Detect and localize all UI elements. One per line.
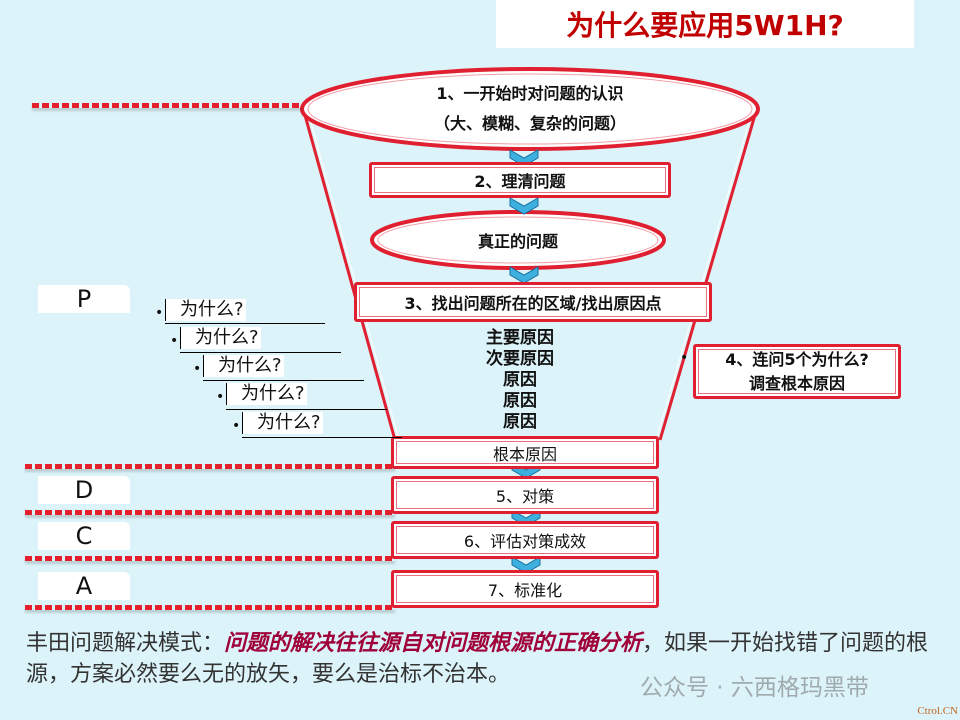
title-banner: 为什么要应用5W1H? — [496, 0, 914, 48]
dotted-separator — [25, 556, 395, 561]
why-underline — [203, 380, 364, 381]
root-cause-box: 根本原因 — [391, 436, 659, 469]
why-underline — [180, 352, 341, 353]
why-item: • 为什么? — [193, 355, 284, 377]
step3-label: 3、找出问题所在的区域/找出原因点 — [404, 294, 662, 313]
step1-ellipse — [300, 67, 760, 151]
step1-line1: 1、一开始时对问题的认识 — [436, 84, 624, 103]
cause-item: 次要原因 — [486, 349, 554, 369]
step1-line2: （大、模糊、复杂的问题） — [433, 114, 626, 133]
why-item: • 为什么? — [170, 327, 261, 349]
root-cause-label: 根本原因 — [492, 444, 557, 464]
watermark: 公众号 · 六西格玛黑带 — [640, 675, 869, 701]
step5-label: 5、对策 — [495, 487, 555, 506]
real-problem-ellipse — [370, 210, 666, 270]
step4-box: 4、连问5个为什么? 调查根本原因 — [693, 344, 901, 399]
step3-box: 3、找出问题所在的区域/找出原因点 — [354, 282, 712, 322]
chevron-down-icon — [509, 197, 539, 215]
step2-box: 2、理清问题 — [369, 162, 671, 198]
why-underline — [226, 409, 387, 410]
pdca-plan-label: P — [38, 285, 130, 313]
cause-item: 原因 — [503, 412, 537, 432]
why-underline — [165, 323, 325, 324]
why-item: • 为什么? — [155, 299, 246, 321]
step4-line1: 4、连问5个为什么? — [725, 349, 869, 369]
pdca-do-label: D — [38, 476, 130, 504]
cause-item: 主要原因 — [486, 328, 554, 348]
side-note-bullet: • — [680, 350, 689, 366]
footer-emphasis: 问题的解决往往源自对问题根源的正确分析 — [224, 631, 643, 656]
credit-label: Ctrol.CN — [917, 705, 958, 717]
footer-prefix: 丰田问题解决模式： — [26, 631, 225, 656]
why-item: • 为什么? — [216, 383, 307, 405]
dotted-separator — [25, 464, 395, 469]
step5-box: 5、对策 — [391, 476, 659, 514]
pdca-check-label: C — [38, 522, 130, 550]
cause-item: 原因 — [503, 370, 537, 390]
step4-line2: 调查根本原因 — [748, 373, 845, 393]
dotted-separator — [25, 605, 395, 610]
step6-label: 6、评估对策成效 — [463, 532, 587, 551]
why-item: • 为什么? — [232, 412, 323, 434]
step7-label: 7、标准化 — [487, 581, 563, 600]
step2-label: 2、理清问题 — [474, 172, 566, 191]
pdca-act-label: A — [38, 572, 130, 600]
chevron-down-icon — [509, 266, 539, 284]
step6-box: 6、评估对策成效 — [391, 521, 659, 559]
chevron-down-icon — [511, 556, 541, 574]
why-underline — [242, 437, 402, 438]
step7-box: 7、标准化 — [391, 570, 659, 608]
footer-suffix: ，如果一开始找错了问题的根源，方案必然要么无的放矢，要么是治标不治本。 — [26, 631, 929, 687]
cause-item: 原因 — [503, 391, 537, 411]
causes-list: 主要原因 次要原因 原因 原因 原因 — [470, 328, 570, 433]
dotted-separator — [32, 103, 302, 108]
real-problem-text: 真正的问题 — [477, 232, 558, 251]
page-title: 为什么要应用5W1H? — [566, 9, 844, 42]
footer-paragraph: 丰田问题解决模式：问题的解决往往源自对问题根源的正确分析，如果一开始找错了问题的… — [26, 628, 936, 690]
dotted-separator — [25, 510, 395, 515]
step1-text: 1、一开始时对问题的认识 （大、模糊、复杂的问题） — [340, 79, 720, 139]
